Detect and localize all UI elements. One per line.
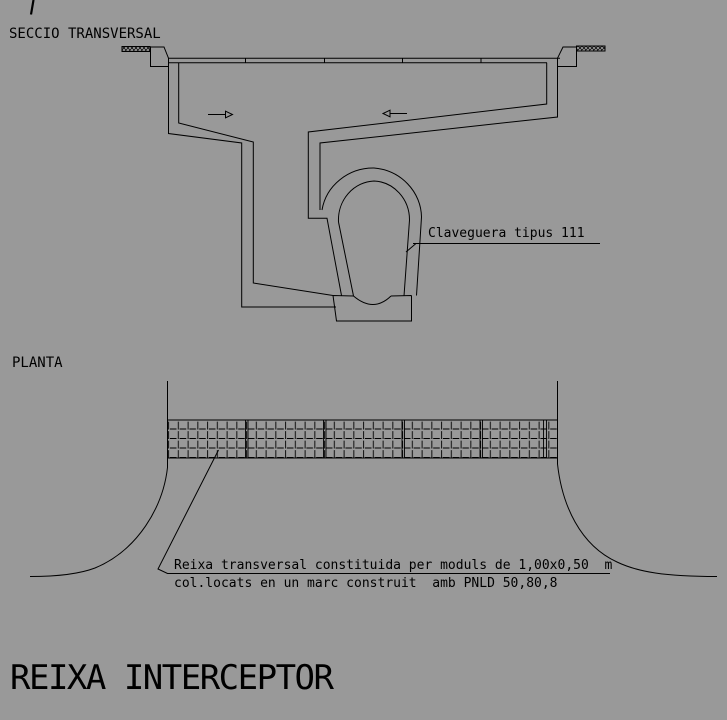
pipe-invert-curve <box>353 295 392 305</box>
drawing-title: REIXA INTERCEPTOR <box>10 658 334 698</box>
plan-gutter-curve-left <box>29 458 168 577</box>
grate-note-line2: col.locats en un marc construit amb PNLD… <box>174 575 558 591</box>
flow-arrow-right-icon <box>381 109 407 118</box>
plan-grate-mesh <box>167 419 558 459</box>
grate-note-leader <box>157 449 610 574</box>
flow-arrow-left-icon <box>208 110 234 119</box>
grate-section-lines <box>168 57 560 64</box>
channel-wall-right-outer <box>319 66 558 210</box>
pipe-outer-contour <box>321 167 423 296</box>
channel-wall-left-outer <box>168 66 336 308</box>
curb-block-right <box>557 46 577 67</box>
stray-line-artifact <box>29 0 35 15</box>
channel-wall-right-inner <box>307 62 548 296</box>
pipe-callout-leader <box>405 243 600 253</box>
pipe-inner-contour <box>337 180 411 297</box>
pipe-base-block <box>332 295 412 322</box>
plan-gutter-curve-right <box>557 458 718 577</box>
plan-grate-module-joints <box>245 420 547 458</box>
plan-view-linework <box>29 381 718 577</box>
ground-hatch-left <box>121 46 151 52</box>
curb-block-left <box>150 46 169 67</box>
section-view-label: SECCIO TRANSVERSAL <box>9 26 161 42</box>
pipe-callout-label: Claveguera tipus 111 <box>428 226 585 241</box>
plan-view-label: PLANTA <box>12 355 63 371</box>
grate-note-line1: Reixa transversal constituida per moduls… <box>174 558 613 573</box>
ground-hatch-right <box>576 45 606 52</box>
channel-wall-left-inner <box>178 62 334 296</box>
section-view-linework <box>121 45 606 322</box>
